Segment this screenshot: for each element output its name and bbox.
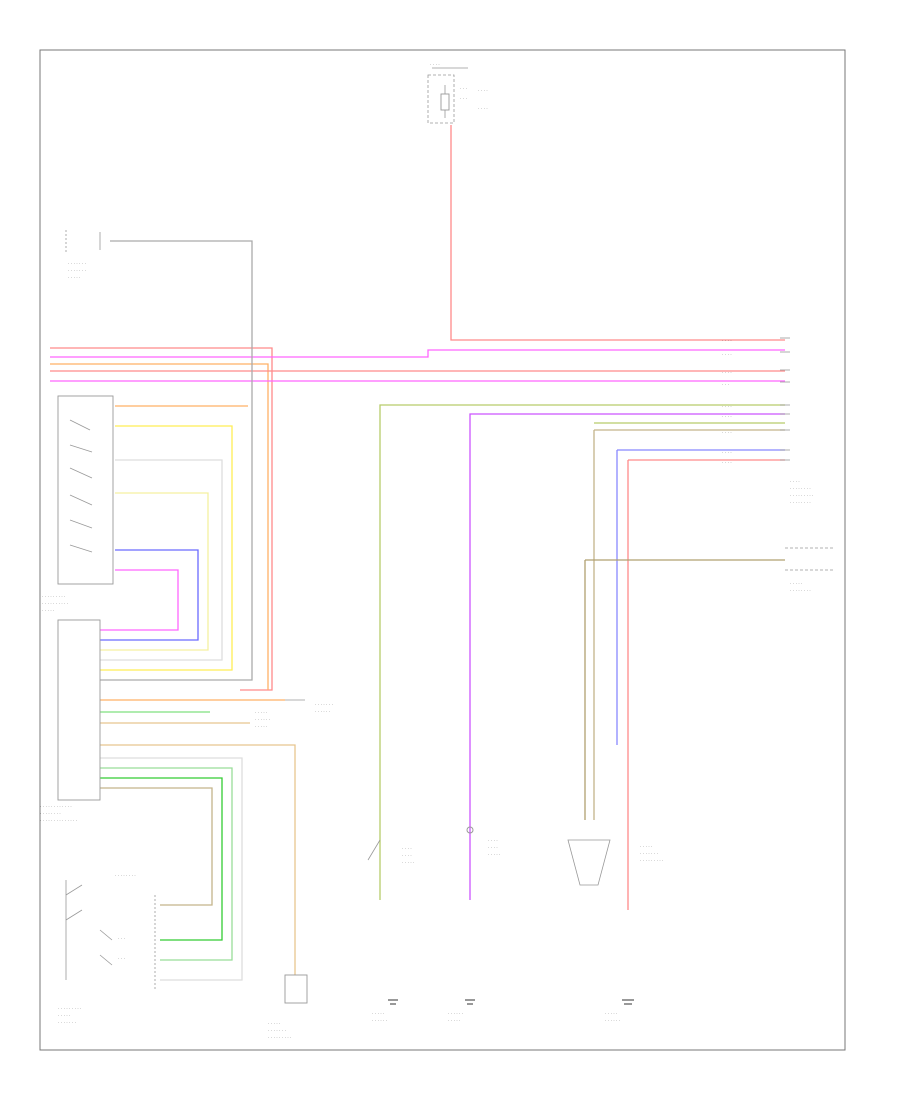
svg-text:· · ·: · · ·	[460, 96, 467, 101]
svg-text:· · · · · ·: · · · · · ·	[255, 717, 270, 722]
svg-text:· · ·: · · ·	[118, 936, 125, 941]
window-motor: · · · · · · · · · · · · · · · · · · · · …	[268, 974, 308, 1040]
svg-text:· · · · · ·: · · · · · ·	[315, 709, 330, 714]
wire-khaki-lamp	[584, 559, 785, 820]
wire-yellow-2	[100, 492, 209, 651]
wire-red-top	[50, 347, 273, 691]
wire-khaki-right	[593, 429, 785, 820]
switch-module: · · · · · · · · · · · · · · · · · · · · …	[42, 395, 114, 613]
svg-text:· · · · · · · ·: · · · · · · · ·	[40, 811, 61, 816]
svg-text:· · · · · ·: · · · · · ·	[372, 1018, 387, 1023]
svg-text:· · · · · · · · · · · ·: · · · · · · · · · · · ·	[40, 804, 72, 809]
wire-orange-top	[50, 363, 269, 690]
svg-text:· · · · · · · · · · · · · ·: · · · · · · · · · · · · · ·	[40, 818, 77, 823]
svg-text:· · · ·: · · · ·	[722, 352, 732, 357]
svg-text:· · · ·: · · · ·	[722, 414, 732, 419]
svg-text:· · · · · · · ·: · · · · · · · ·	[790, 588, 811, 593]
wire-bundle	[50, 125, 785, 981]
right-module-label: · · · · · · · · · · · · · · · · · · · · …	[785, 479, 835, 593]
svg-text:· · · ·: · · · ·	[790, 479, 800, 484]
wire-gray-switch	[100, 240, 253, 681]
svg-text:· · · ·: · · · ·	[722, 404, 732, 409]
svg-text:· · · ·: · · · ·	[722, 450, 732, 455]
svg-text:· · · ·: · · · ·	[722, 430, 732, 435]
door-switch-1: · · · · · · · · · · · · · · · · · · · · …	[367, 839, 415, 1023]
wire-gray-low	[100, 757, 243, 981]
svg-text:· · · ·: · · · ·	[488, 845, 498, 850]
svg-text:· · · · ·: · · · · ·	[372, 1011, 385, 1016]
svg-text:· · · · · ·: · · · · · ·	[448, 1011, 463, 1016]
svg-text:· · · · · · ·: · · · · · · ·	[68, 268, 86, 273]
right-connector-ticks: · · · · · · · · · · · · · · · · · · · · …	[722, 337, 790, 465]
wire-red-right	[627, 459, 785, 910]
wire-lightgray-1	[100, 459, 223, 661]
diagram-frame	[39, 49, 846, 1051]
svg-text:· · · · · · · ·: · · · · · · · ·	[115, 873, 136, 878]
svg-text:· · · ·: · · · ·	[402, 846, 412, 851]
svg-text:· · · · · · ·: · · · · · · ·	[68, 261, 86, 266]
svg-text:· · ·: · · ·	[118, 956, 125, 961]
wire-pink-switch	[100, 569, 179, 631]
svg-text:· · · · ·: · · · · ·	[255, 724, 268, 729]
svg-text:· · · · ·: · · · · ·	[255, 710, 268, 715]
svg-text:· · · ·: · · · ·	[430, 62, 440, 67]
svg-text:· · · · · · ·: · · · · · · ·	[640, 851, 658, 856]
svg-text:· · · · · · · · ·: · · · · · · · · ·	[42, 594, 66, 599]
svg-text:· · · ·: · · · ·	[722, 460, 732, 465]
svg-text:· · · · · · · ·: · · · · · · · ·	[790, 500, 811, 505]
wire-olive-right	[379, 404, 785, 900]
svg-text:· · · · · · · · ·: · · · · · · · · ·	[268, 1035, 292, 1040]
svg-text:· · · · · · ·: · · · · · · ·	[268, 1028, 286, 1033]
svg-text:· · · · ·: · · · · ·	[488, 852, 501, 857]
inline-connectors: · · · · · · · · · · · · · · · · · · · · …	[255, 699, 333, 729]
wire-red-feed	[450, 125, 785, 341]
svg-text:· · · · ·: · · · · ·	[640, 844, 653, 849]
wire-violet-right	[469, 413, 785, 900]
trunk-latch: · · · · · · · · · · · · · · · · · · · · …	[567, 839, 664, 1023]
door-switch-2: · · · · · · · · · · · · · · · · · · · · …	[448, 826, 501, 1023]
svg-text:· · · · · ·: · · · · · ·	[605, 1018, 620, 1023]
wire-blue-right	[616, 449, 785, 745]
svg-text:· · · · · · · · · ·: · · · · · · · · · ·	[42, 601, 68, 606]
wire-green-low2	[100, 777, 223, 941]
svg-text:· · · · ·: · · · · ·	[790, 581, 803, 586]
svg-text:· · ·: · · ·	[722, 382, 729, 387]
svg-text:· · · ·: · · · ·	[478, 106, 488, 111]
svg-text:· · · · ·: · · · · ·	[402, 860, 415, 865]
svg-text:· · · · ·: · · · · ·	[605, 1011, 618, 1016]
wire-blue-switch	[100, 549, 199, 641]
fuse-block: · · · · · · · · · · · · · · · · · ·	[427, 62, 488, 124]
svg-text:· · · ·: · · · ·	[478, 88, 488, 93]
svg-text:· · · · · · · · ·: · · · · · · · · ·	[58, 1006, 82, 1011]
door-control-module: · · · · · · · · · · · · · · · · · · · · …	[40, 619, 101, 823]
wire-pink-top	[50, 349, 785, 358]
svg-text:· · · ·: · · · ·	[402, 853, 412, 858]
svg-text:· · · · · · · · ·: · · · · · · · · ·	[640, 858, 664, 863]
wire-yellow-1	[100, 425, 233, 671]
switch-top-left: · · · · · · · · · · · · · · · · · · ·	[65, 230, 101, 280]
svg-text:· · · · · · · ·: · · · · · · · ·	[790, 486, 811, 491]
wire-khaki-low	[100, 787, 213, 906]
svg-text:· · ·: · · ·	[460, 86, 467, 91]
window-switch-bottom: · · · · · · · · · · · · · · · · · · · · …	[58, 873, 156, 1025]
svg-text:· · · · ·: · · · · ·	[42, 608, 55, 613]
svg-text:· · · · · · · · ·: · · · · · · · · ·	[790, 493, 814, 498]
svg-text:· · · · ·: · · · · ·	[68, 275, 81, 280]
svg-text:· · · · · · ·: · · · · · · ·	[315, 702, 333, 707]
svg-text:· · · · ·: · · · · ·	[58, 1013, 71, 1018]
svg-text:· · · · ·: · · · · ·	[448, 1018, 461, 1023]
svg-text:· · · ·: · · · ·	[722, 338, 732, 343]
svg-text:· · · · ·: · · · · ·	[268, 1021, 281, 1026]
svg-text:· · · ·: · · · ·	[722, 370, 732, 375]
wire-tan-motor	[100, 744, 296, 975]
svg-text:· · · ·: · · · ·	[488, 838, 498, 843]
svg-text:· · · · · · ·: · · · · · · ·	[58, 1020, 76, 1025]
wire-lightgreen-low	[100, 767, 233, 961]
